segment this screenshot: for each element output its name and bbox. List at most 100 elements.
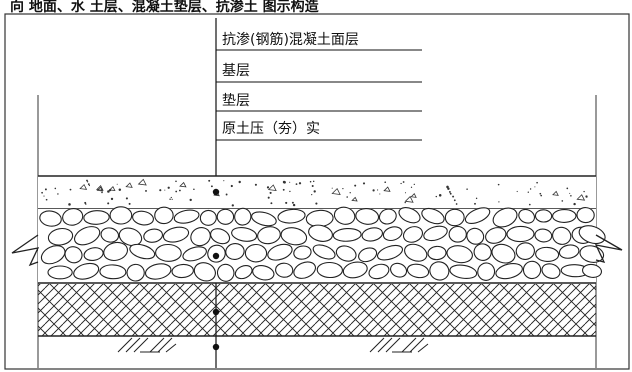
header-title: 向 地面、水 土层、混凝土垫层、抗渗土 图示构造 xyxy=(10,0,319,15)
aggregate-chip xyxy=(331,187,341,195)
rubble-stone xyxy=(83,210,110,225)
aggregate-dot xyxy=(570,195,572,197)
aggregate-dot xyxy=(116,183,118,185)
rubble-stone xyxy=(342,261,368,279)
aggregate-dot xyxy=(497,183,500,186)
leader-dot-cushion xyxy=(212,308,220,316)
aggregate-dot xyxy=(269,191,272,194)
rubble-stone xyxy=(155,243,182,262)
aggregate-dot xyxy=(231,204,234,207)
rubble-stone xyxy=(171,263,194,279)
aggregate-dot xyxy=(362,182,366,185)
aggregate-dot xyxy=(43,195,45,197)
aggregate-chip xyxy=(95,184,104,191)
rubble-stone xyxy=(293,245,312,260)
aggregate-dot xyxy=(167,186,170,189)
rubble-stone xyxy=(355,207,380,225)
rubble-stone xyxy=(257,226,281,245)
rubble-stone xyxy=(485,227,507,244)
aggregate-chip xyxy=(79,183,88,190)
aggregate-dot xyxy=(536,181,538,184)
aggregate-dot xyxy=(45,198,48,201)
aggregate-chip xyxy=(576,194,586,201)
label-soil: 原土压（夯）实 xyxy=(222,121,320,137)
aggregate-dot xyxy=(529,188,532,190)
aggregate-dot xyxy=(498,201,500,203)
rubble-stone xyxy=(100,227,120,243)
aggregate-dot xyxy=(448,190,451,193)
rubble-stone xyxy=(199,209,217,226)
aggregate-dot xyxy=(107,202,110,205)
aggregate-dot xyxy=(413,183,415,186)
rubble-stone xyxy=(382,226,403,242)
aggregate-dot xyxy=(171,198,173,200)
aggregate-dot xyxy=(298,182,302,185)
aggregate-dot xyxy=(404,201,406,204)
rubble-stone xyxy=(404,243,428,262)
aggregate-dot xyxy=(57,193,59,195)
break-symbol-left xyxy=(11,234,40,267)
aggregate-dot xyxy=(404,192,407,194)
aggregate-chip xyxy=(552,190,559,196)
aggregate-dot xyxy=(315,202,318,205)
aggregate-dot xyxy=(435,195,438,198)
aggregate-dot xyxy=(566,187,569,190)
label-surface: 抗渗(钢筋)混凝土面层 xyxy=(222,31,359,48)
rubble-stone xyxy=(444,208,465,227)
aggregate-dot xyxy=(539,192,542,195)
label-cushion: 垫层 xyxy=(222,93,250,109)
rubble-stone xyxy=(491,243,516,264)
aggregate-dot xyxy=(178,189,181,192)
rubble-stone xyxy=(234,265,253,280)
rubble-stone xyxy=(280,227,308,246)
diagram-frame xyxy=(4,13,630,370)
ground-hatch-left xyxy=(117,337,177,353)
rubble-stone xyxy=(378,208,397,225)
rubble-stone xyxy=(39,210,62,227)
rubble-stone xyxy=(154,206,174,225)
rubble-stone xyxy=(421,207,445,225)
rubble-stone xyxy=(118,227,143,247)
aggregate-dot xyxy=(85,203,87,205)
aggregate-dot xyxy=(313,190,316,193)
aggregate-dot xyxy=(282,180,286,184)
rubble-stone xyxy=(522,260,542,280)
aggregate-dot xyxy=(402,181,405,183)
rubble-stone xyxy=(376,244,404,261)
rubble-stone xyxy=(73,262,100,280)
aggregate-dot xyxy=(569,192,571,194)
aggregate-dot xyxy=(169,198,171,200)
aggregate-dot xyxy=(282,188,285,191)
aggregate-dot xyxy=(54,187,57,190)
rubble-stone xyxy=(506,225,535,243)
rubble-stone xyxy=(429,261,450,281)
aggregate-dot xyxy=(583,190,585,193)
rubble-stone xyxy=(47,227,74,246)
break-symbol-right xyxy=(594,234,623,263)
aggregate-dot xyxy=(189,198,192,202)
rubble-stone xyxy=(390,262,408,278)
rubble-stone xyxy=(518,208,536,224)
aggregate-dot xyxy=(289,190,291,193)
rubble-stone xyxy=(210,228,231,245)
rubble-stone xyxy=(216,263,235,282)
aggregate-chip xyxy=(96,186,104,192)
rubble-stone xyxy=(495,263,523,280)
aggregate-dot xyxy=(561,200,564,202)
aggregate-dot xyxy=(292,203,296,207)
aggregate-dot xyxy=(118,188,122,192)
rubble-stone xyxy=(231,227,258,242)
aggregate-dot xyxy=(170,196,172,199)
aggregate-dot xyxy=(377,189,379,191)
rubble-stone xyxy=(73,226,101,246)
rubble-stone xyxy=(216,208,235,225)
rubble-stones xyxy=(39,206,606,282)
aggregate-dot xyxy=(379,193,381,195)
rubble-stone xyxy=(552,209,577,223)
ground-hatch-right xyxy=(369,337,429,353)
aggregate-dot xyxy=(410,186,413,188)
rubble-stone xyxy=(535,246,560,262)
aggregate-dot xyxy=(88,184,91,187)
aggregate-dot xyxy=(266,186,270,189)
